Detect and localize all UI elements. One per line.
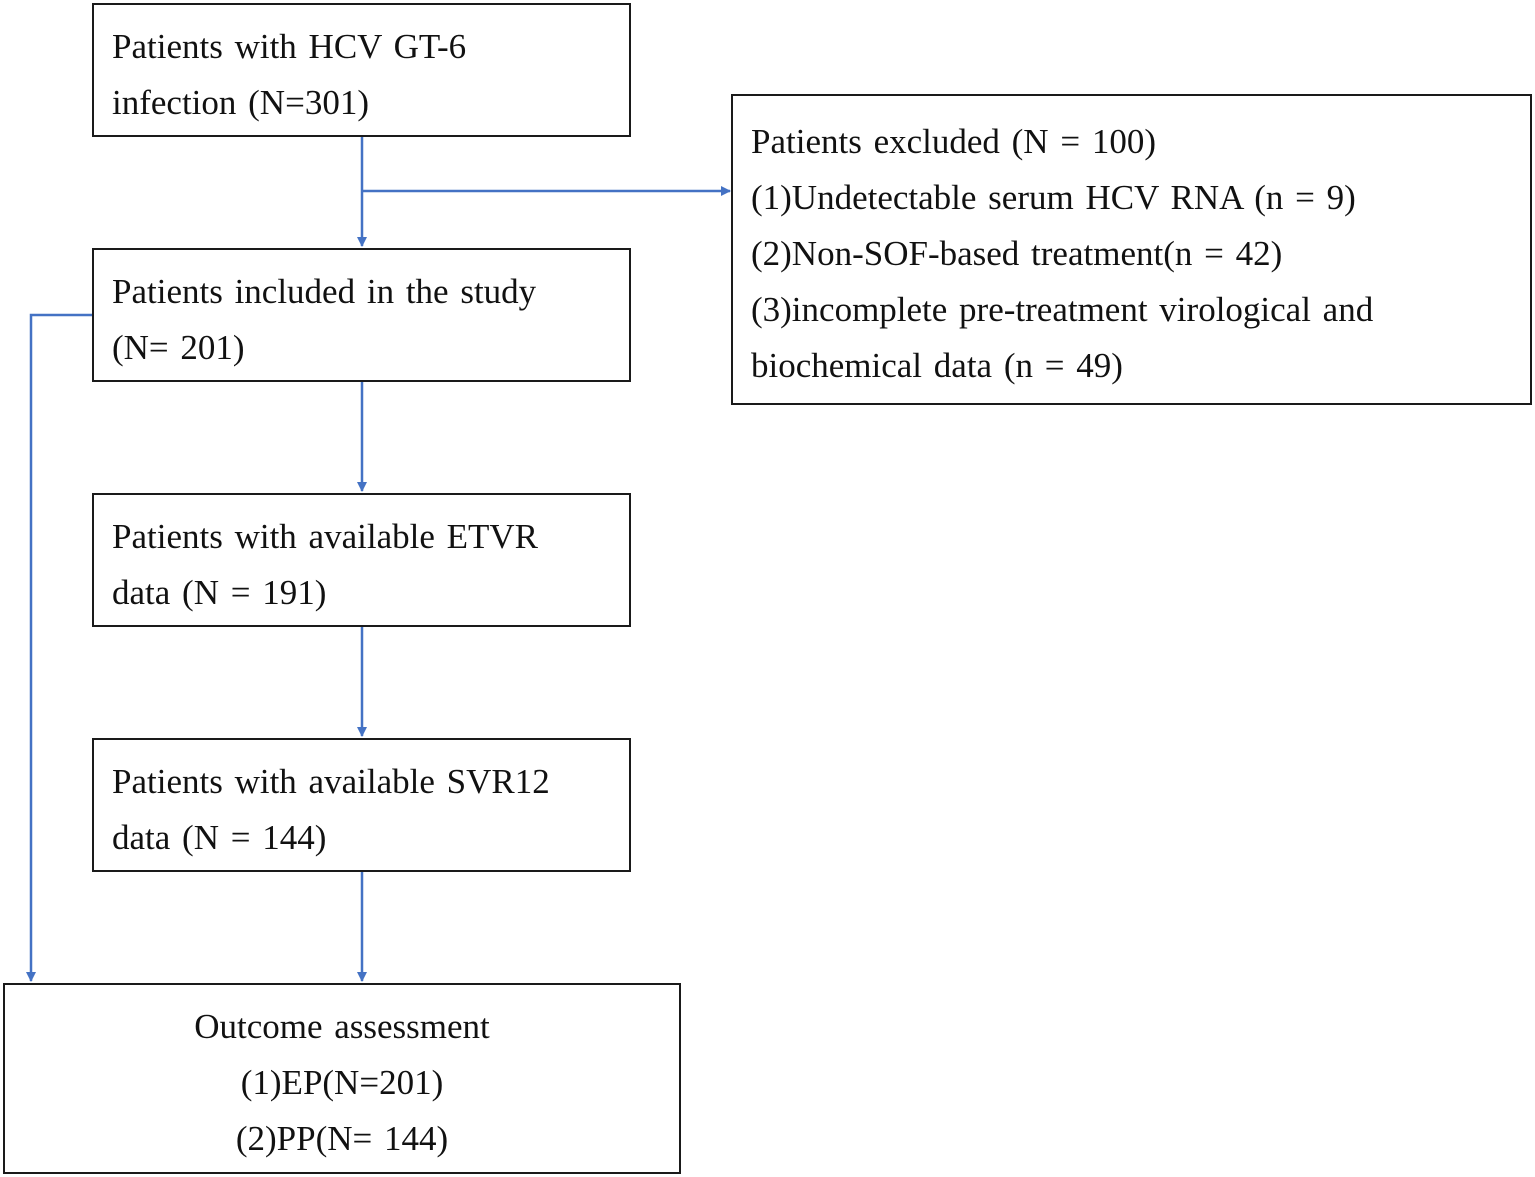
included-line-1: Patients included in the study: [112, 272, 537, 311]
box-available-etvr: Patients with available ETVR data (N = 1…: [92, 493, 631, 627]
svr12-line-2: data (N = 144): [112, 818, 327, 857]
gt6-line-2: infection (N=301): [112, 83, 369, 122]
gt6-line-1: Patients with HCV GT-6: [112, 27, 467, 66]
box-patients-excluded: Patients excluded (N = 100) (1)Undetecta…: [731, 94, 1532, 405]
outcome-ep: (1)EP(N=201): [240, 1063, 444, 1102]
box-patients-included: Patients included in the study (N= 201): [92, 248, 631, 382]
box-available-svr12: Patients with available SVR12 data (N = …: [92, 738, 631, 872]
svr12-line-1: Patients with available SVR12: [112, 762, 550, 801]
excluded-reason-3-cont: biochemical data (n = 49): [751, 346, 1123, 385]
excluded-reason-3: (3)incomplete pre-treatment virological …: [751, 290, 1374, 329]
arrow-included-to-outcome: [26, 313, 92, 982]
box-outcome-assessment: Outcome assessment (1)EP(N=201) (2)PP(N=…: [3, 983, 681, 1174]
etvr-line-2: data (N = 191): [112, 573, 327, 612]
etvr-line-1: Patients with available ETVR: [112, 517, 538, 556]
box-hcv-gt6-infection: Patients with HCV GT-6 infection (N=301): [92, 3, 631, 137]
excluded-reason-1: (1)Undetectable serum HCV RNA (n = 9): [751, 178, 1356, 217]
excluded-title: Patients excluded (N = 100): [751, 122, 1156, 161]
excluded-reason-2: (2)Non-SOF-based treatment(n = 42): [751, 234, 1283, 273]
included-line-2: (N= 201): [112, 328, 245, 367]
outcome-pp: (2)PP(N= 144): [235, 1119, 449, 1158]
outcome-title: Outcome assessment: [194, 1007, 490, 1046]
